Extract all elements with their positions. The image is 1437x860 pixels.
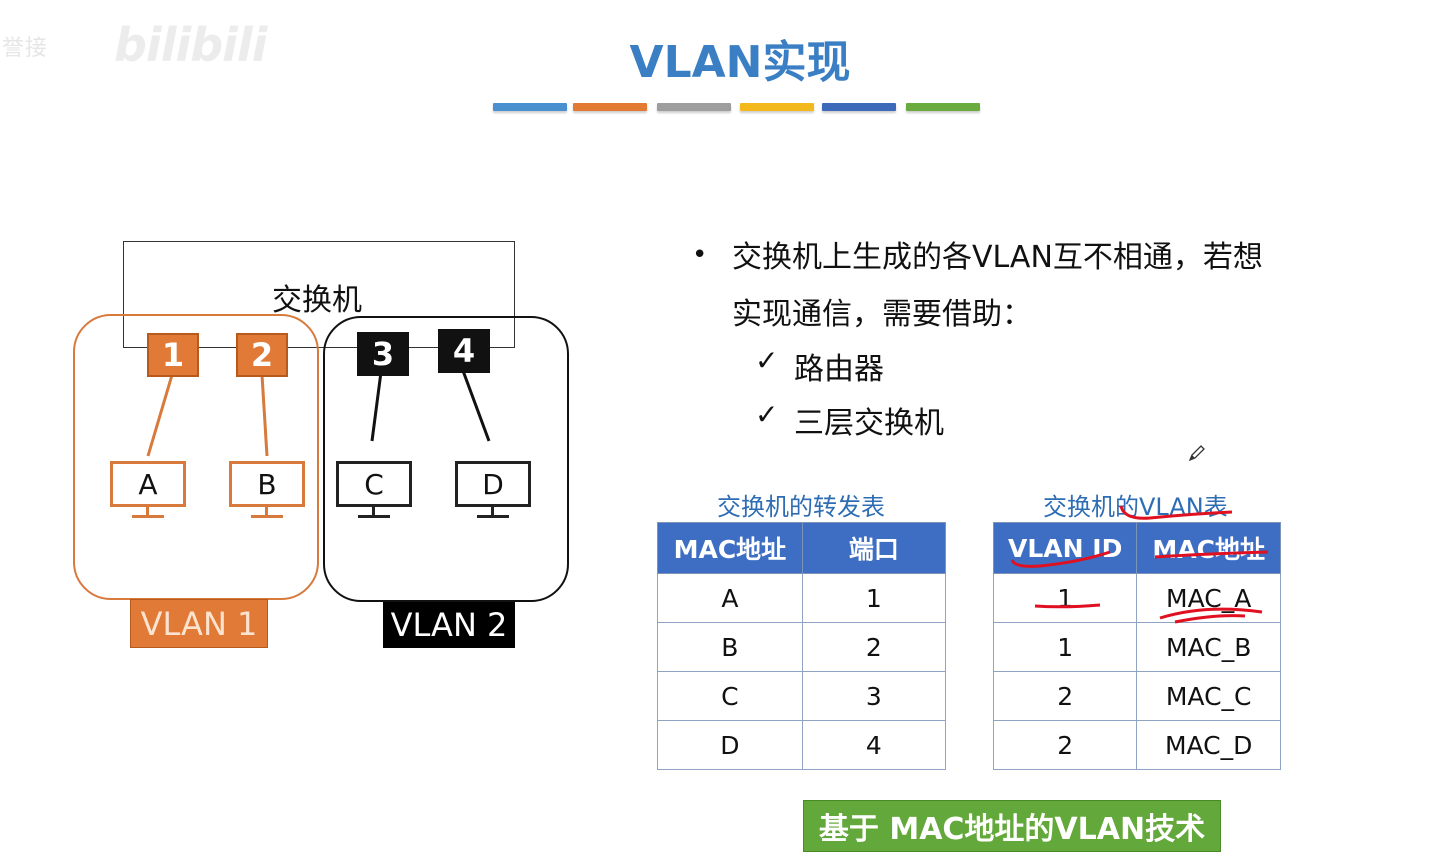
- table-row: 2 MAC_D: [992, 720, 1281, 770]
- table-cell: A: [657, 573, 803, 623]
- option-l3-switch: 三层交换机: [794, 406, 944, 441]
- table-cell: 2: [992, 720, 1138, 770]
- host-a-label: A: [138, 467, 158, 501]
- bullet-text-line2: 实现通信，需要借助：: [732, 297, 1032, 332]
- table-cell: 1: [802, 573, 947, 623]
- port-3: 3: [357, 332, 409, 376]
- table-row: B 2: [657, 622, 947, 672]
- watermark: 誉接 bilibili: [0, 8, 267, 72]
- table-cell: MAC_C: [1136, 671, 1281, 721]
- forwarding-table: MAC地址 端口 A 1 B 2 C 3 D 4: [657, 522, 947, 770]
- footer-banner: 基于 MAC地址的VLAN技术: [803, 800, 1221, 852]
- column-header: MAC地址: [1136, 522, 1281, 574]
- link-port2-host-b: [260, 374, 269, 457]
- color-bar-1: [493, 103, 567, 111]
- host-b: B: [229, 461, 305, 521]
- host-d: D: [455, 461, 531, 521]
- table-cell: MAC_A: [1136, 573, 1281, 623]
- port-2: 2: [236, 333, 288, 377]
- bullet-dot-icon: •: [692, 240, 708, 270]
- checkmark-icon: ✓: [755, 398, 779, 431]
- table-row: 1 MAC_A: [992, 573, 1281, 623]
- monitor-icon: D: [455, 461, 531, 507]
- table-cell: B: [657, 622, 803, 672]
- table-cell: MAC_D: [1136, 720, 1281, 770]
- switch-label: 交换机: [272, 283, 362, 318]
- table-header-row: MAC地址 端口: [657, 522, 947, 574]
- monitor-icon: C: [336, 461, 412, 507]
- vlan1-label: VLAN 1: [130, 599, 268, 648]
- table-cell: 2: [992, 671, 1138, 721]
- forwarding-table-caption: 交换机的转发表: [717, 493, 885, 521]
- host-c-label: C: [364, 467, 384, 501]
- color-bar-5: [822, 103, 896, 111]
- table-header-row: VLAN ID MAC地址: [992, 522, 1281, 574]
- table-row: 2 MAC_C: [992, 671, 1281, 721]
- table-cell: D: [657, 720, 803, 770]
- color-bar-4: [740, 103, 814, 111]
- host-c: C: [336, 461, 412, 521]
- table-cell: 3: [802, 671, 947, 721]
- switch-box: [123, 241, 515, 348]
- host-d-label: D: [482, 467, 504, 501]
- color-bar-6: [906, 103, 980, 111]
- option-router: 路由器: [794, 352, 884, 387]
- vlan-table-caption: 交换机的VLAN表: [1043, 493, 1228, 521]
- table-cell: C: [657, 671, 803, 721]
- table-row: 1 MAC_B: [992, 622, 1281, 672]
- vlan2-region: [323, 316, 569, 602]
- table-cell: 1: [992, 622, 1138, 672]
- link-port3-host-c: [370, 371, 383, 442]
- table-cell: MAC_B: [1136, 622, 1281, 672]
- vlan-table: VLAN ID MAC地址 1 MAC_A 1 MAC_B 2 MAC_C 2 …: [992, 522, 1281, 770]
- table-cell: 4: [802, 720, 947, 770]
- host-b-label: B: [257, 467, 277, 501]
- bilibili-logo: bilibili: [114, 18, 267, 72]
- slide-title: VLAN实现: [629, 37, 851, 88]
- link-port4-host-d: [460, 367, 491, 442]
- table-cell: 2: [802, 622, 947, 672]
- bullet-text-line1: 交换机上生成的各VLAN互不相通，若想: [732, 240, 1263, 275]
- port-4: 4: [438, 329, 490, 373]
- watermark-text: 誉接: [2, 36, 49, 61]
- color-bar-3: [657, 103, 731, 111]
- table-row: C 3: [657, 671, 947, 721]
- port-1: 1: [147, 333, 199, 377]
- checkmark-icon: ✓: [755, 344, 779, 377]
- table-row: D 4: [657, 720, 947, 770]
- pen-cursor-icon: [1188, 445, 1205, 462]
- table-row: A 1: [657, 573, 947, 623]
- table-cell: 1: [992, 573, 1138, 623]
- color-bar-2: [573, 103, 647, 111]
- column-header: VLAN ID: [992, 522, 1138, 574]
- host-a: A: [110, 461, 186, 521]
- column-header: MAC地址: [657, 522, 803, 574]
- link-port1-host-a: [146, 374, 174, 457]
- column-header: 端口: [802, 522, 947, 574]
- vlan2-label: VLAN 2: [383, 602, 515, 648]
- monitor-icon: B: [229, 461, 305, 507]
- monitor-icon: A: [110, 461, 186, 507]
